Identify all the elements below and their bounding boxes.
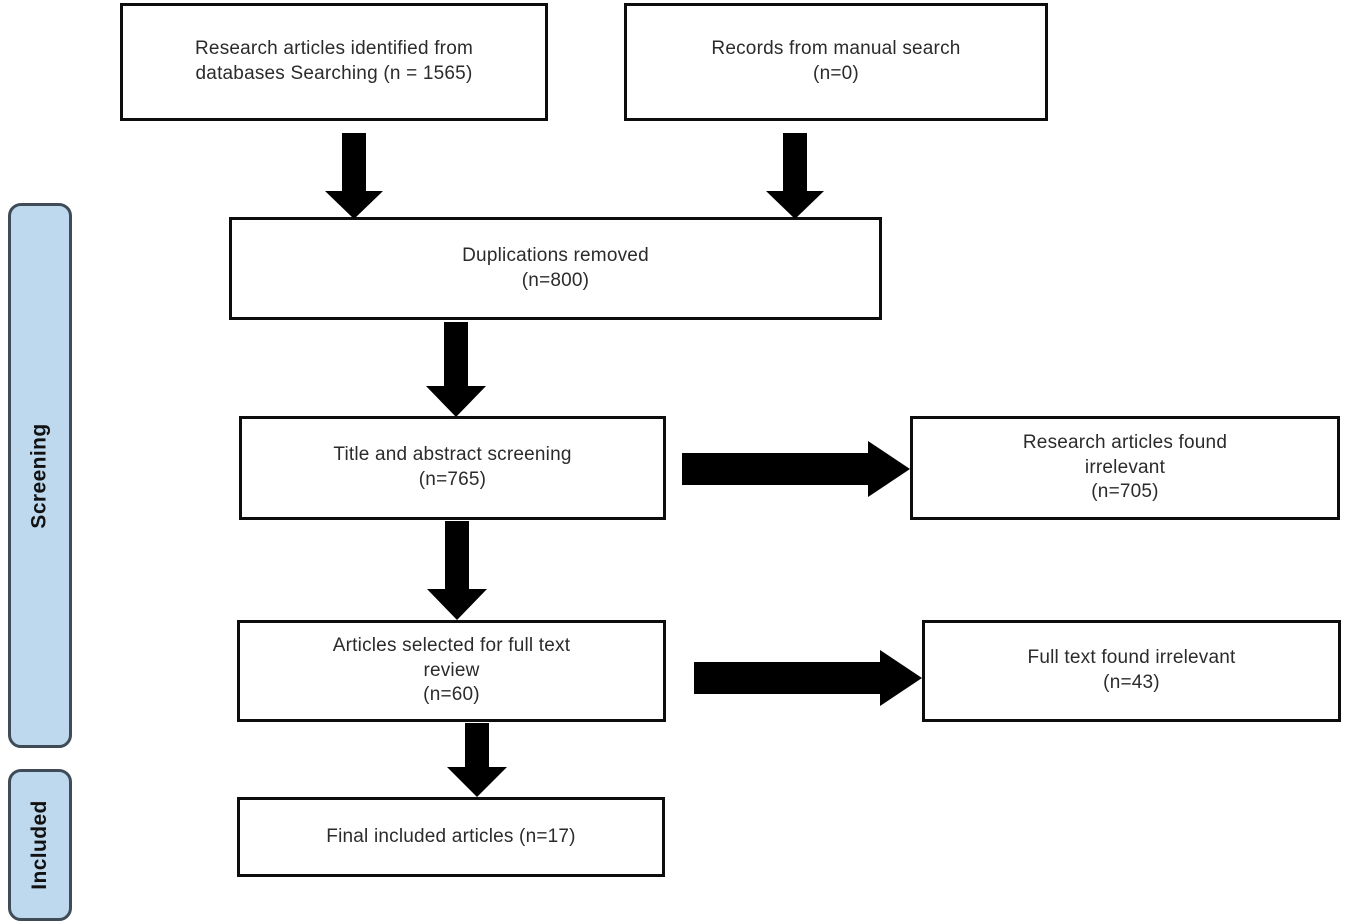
arrow-screening-to-irrelevant	[682, 441, 910, 497]
arrow-screening-to-fulltext	[427, 521, 487, 620]
box-duplications-removed: Duplications removed (n=800)	[229, 217, 882, 320]
down-arrow-icon	[426, 322, 486, 417]
arrow-databases-to-duplications	[325, 133, 383, 219]
right-arrow-icon	[694, 650, 922, 706]
arrow-manual-to-duplications	[766, 133, 824, 219]
arrow-fulltext-to-final	[447, 723, 507, 797]
box-articles-irrelevant-text: Research articles found irrelevant (n=70…	[1022, 431, 1228, 503]
box-final-included: Final included articles (n=17)	[237, 797, 665, 877]
box-identification-manual: Records from manual search (n=0)	[624, 3, 1048, 121]
stage-bar-screening: Screening	[8, 203, 72, 748]
box-full-text-review-text: Articles selected for full text review (…	[332, 634, 571, 706]
box-final-included-text: Final included articles (n=17)	[326, 825, 576, 847]
right-arrow-icon	[682, 441, 910, 497]
box-full-text-review: Articles selected for full text review (…	[237, 620, 666, 722]
box-identification-databases-text: Research articles identified from databa…	[195, 38, 473, 84]
down-arrow-icon	[427, 521, 487, 620]
box-identification-manual-text: Records from manual search (n=0)	[711, 38, 961, 84]
box-identification-databases: Research articles identified from databa…	[120, 3, 548, 121]
down-arrow-icon	[325, 133, 383, 219]
stage-label-screening: Screening	[28, 422, 52, 529]
arrow-fulltext-to-irrelevant	[694, 650, 922, 706]
stage-bar-included: Included	[8, 769, 72, 921]
box-articles-irrelevant: Research articles found irrelevant (n=70…	[910, 416, 1340, 520]
box-title-abstract-screening: Title and abstract screening (n=765)	[239, 416, 666, 520]
down-arrow-icon	[766, 133, 824, 219]
down-arrow-icon	[447, 723, 507, 797]
arrow-duplications-to-screening	[426, 322, 486, 417]
box-duplications-removed-text: Duplications removed (n=800)	[462, 244, 649, 291]
box-full-text-irrelevant-text: Full text found irrelevant (n=43)	[1027, 647, 1236, 693]
stage-label-included: Included	[28, 800, 52, 890]
box-full-text-irrelevant: Full text found irrelevant (n=43)	[922, 620, 1341, 722]
box-title-abstract-screening-text: Title and abstract screening (n=765)	[333, 444, 572, 490]
